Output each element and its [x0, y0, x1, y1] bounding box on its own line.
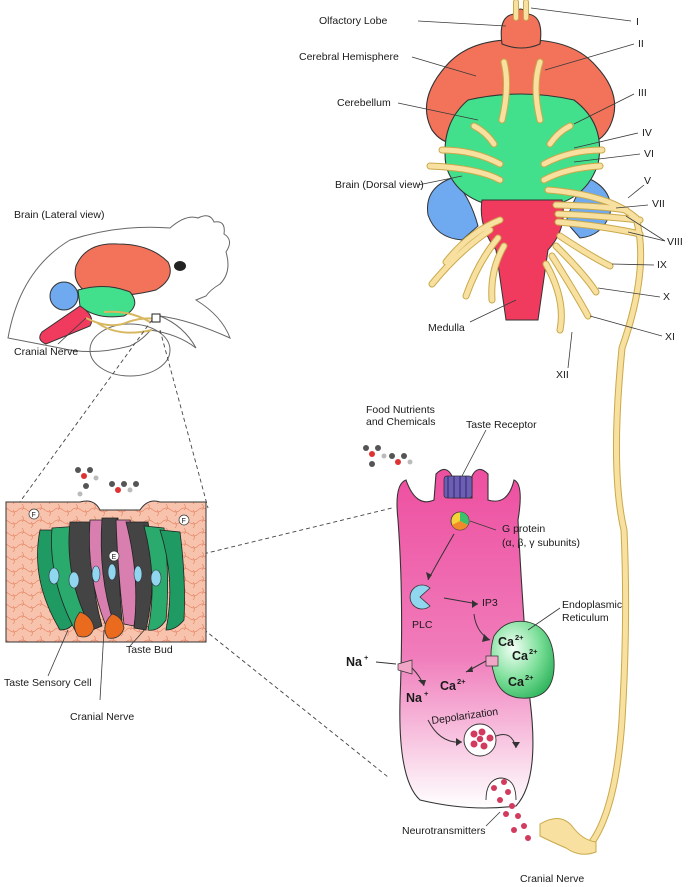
nerve-label-XI: XI [665, 331, 675, 343]
nerve-label-VII: VII [652, 198, 665, 210]
lateral-medulla [39, 305, 93, 345]
nerve-label-VIII: VIII [667, 236, 683, 248]
label-cerebral-hemisphere: Cerebral Hemisphere [299, 51, 399, 63]
label-olfactory-lobe: Olfactory Lobe [319, 15, 387, 27]
nerve-label-III: III [638, 87, 647, 99]
svg-text:2+: 2+ [525, 673, 534, 682]
nerve-label-II: II [638, 38, 644, 50]
leader-g-protein [469, 520, 497, 531]
dorsal-labels: Olfactory Lobe Cerebral Hemisphere Cereb… [299, 15, 683, 381]
optic-lobe-left [427, 177, 479, 241]
svg-text:2+: 2+ [457, 677, 466, 686]
beak-lower [149, 315, 197, 349]
label-cerebellum: Cerebellum [337, 97, 391, 109]
svg-text:Na: Na [346, 655, 363, 669]
label-g-protein: G protein [502, 523, 545, 535]
nerve-label-X: X [663, 291, 670, 303]
label-taste-receptor: Taste Receptor [466, 419, 537, 431]
olfactory-lobe [500, 8, 542, 49]
lateral-optic-lobe [49, 281, 79, 311]
na-channel [397, 659, 413, 675]
plc-enzyme [409, 584, 431, 610]
zoom-line-cell-top [169, 507, 393, 563]
svg-text:Ca: Ca [498, 635, 515, 649]
svg-text:2+: 2+ [529, 647, 538, 656]
neurotransmitter-dots [491, 779, 531, 841]
na-label-outside: Na+ [346, 653, 369, 669]
eye [174, 261, 186, 271]
er-channel [485, 655, 499, 667]
zoom-line-cell-bottom [181, 611, 389, 778]
marker-f-left: F [28, 508, 40, 520]
zoom-line-right [159, 329, 209, 509]
leader-taste-receptor [461, 429, 487, 477]
marker-e: E [108, 550, 120, 562]
label-and-chemicals: and Chemicals [366, 416, 435, 428]
label-neurotransmitters: Neurotransmitters [402, 825, 485, 837]
taste-bud-section: F F E Taste Sensory Cell Cranial Nerve T… [4, 467, 207, 723]
label-ip3: IP3 [482, 597, 498, 609]
cell-molecules [363, 445, 413, 467]
throat-outline [89, 323, 171, 377]
svg-text:Ca: Ca [512, 649, 529, 663]
bud-molecules [75, 467, 139, 497]
bud-nuclei [48, 563, 162, 589]
na-label-inside: Na+ [406, 689, 429, 705]
label-medulla: Medulla [428, 322, 465, 334]
label-taste-bud: Taste Bud [126, 644, 173, 656]
svg-text:Ca: Ca [440, 679, 457, 693]
svg-text:Ca: Ca [508, 675, 525, 689]
lateral-cerebellum [77, 286, 136, 318]
label-lateral-cranial-nerve: Cranial Nerve [14, 346, 78, 358]
label-food-nutrients: Food Nutrients [366, 404, 435, 416]
vesicle-dots [470, 728, 494, 750]
svg-text:E: E [112, 554, 117, 561]
lateral-zoom-box [151, 313, 161, 323]
dorsal-leader-lines [397, 7, 666, 369]
label-brain-lateral-view: Brain (Lateral view) [14, 209, 104, 221]
lateral-cranial-nerves [85, 310, 161, 334]
label-brain-dorsal-view: Brain (Dorsal view) [335, 179, 424, 191]
dorsal-brain: Olfactory Lobe Cerebral Hemisphere Cereb… [299, 0, 683, 846]
svg-text:+: + [424, 689, 429, 698]
label-g-subunits: (α, β, γ subunits) [502, 537, 580, 549]
leader-neurotransmitters [485, 811, 501, 827]
nerve-label-IV: IV [642, 127, 652, 139]
label-er-line1: Endoplasmic [562, 599, 622, 611]
nerve-label-V: V [644, 175, 651, 187]
endoplasmic-reticulum [490, 620, 555, 699]
svg-text:+: + [364, 653, 369, 662]
lateral-head: Brain (Lateral view) Cranial Nerve [7, 209, 231, 377]
svg-text:F: F [182, 518, 186, 525]
label-plc: PLC [412, 619, 433, 631]
label-er-line2: Reticulum [562, 612, 609, 624]
marker-f-right: F [178, 514, 190, 526]
svg-text:2+: 2+ [515, 633, 524, 642]
nerve-label-XII: XII [556, 369, 569, 381]
taste-cell-section: Food Nutrients and Chemicals Taste Recep… [346, 404, 622, 885]
g-protein [450, 511, 470, 531]
svg-text:Na: Na [406, 691, 423, 705]
nerve-label-VI: VI [644, 148, 654, 160]
nerve-label-IX: IX [657, 259, 667, 271]
dorsal-cranial-nerves [426, 0, 645, 846]
label-taste-sensory-cell: Taste Sensory Cell [4, 677, 92, 689]
cerebellum [444, 93, 601, 207]
label-cell-cranial-nerve: Cranial Nerve [520, 873, 584, 885]
nerve-label-I: I [636, 16, 639, 28]
taste-receptor [443, 475, 473, 499]
svg-text:F: F [32, 512, 36, 519]
nerve-terminal [539, 818, 597, 855]
label-bud-cranial-nerve: Cranial Nerve [70, 711, 134, 723]
nerve-endings [74, 611, 125, 639]
leader-er [527, 607, 561, 631]
